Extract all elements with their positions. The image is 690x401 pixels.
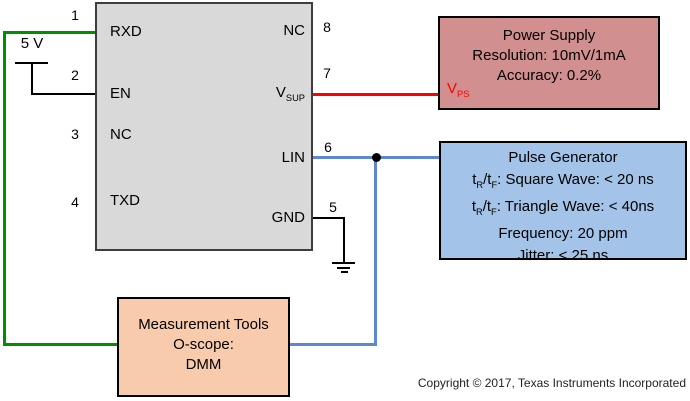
pin-number-1: 1: [71, 7, 79, 23]
vps-sub: PS: [457, 89, 470, 99]
pulse-generator-box: [439, 141, 687, 260]
pin-number-6: 6: [324, 139, 332, 155]
pin-label-vsup-main: V: [275, 84, 286, 101]
pin-label-gnd: GND: [271, 209, 305, 226]
copyright-notice: Copyright © 2017, Texas Instruments Inco…: [417, 376, 686, 390]
power-supply-resolution: Resolution: 10mV/1mA: [472, 47, 626, 64]
pin-label-lin: LIN: [281, 149, 305, 166]
pin-number-2: 2: [71, 67, 79, 83]
supply-5v-drop-wire: [31, 62, 33, 94]
ic-block: [95, 2, 313, 251]
ground-icon-bar2: [337, 267, 350, 269]
measurement-tools-dmm: DMM: [185, 356, 222, 373]
pin-label-nc3: NC: [110, 126, 132, 143]
en-wire: [31, 93, 95, 95]
pin-number-3: 3: [71, 126, 79, 142]
pin-label-txd: TXD: [110, 192, 140, 209]
rxd-wire-vertical: [3, 31, 6, 346]
lin-wire-vertical: [374, 156, 377, 346]
pulse-generator-title: Pulse Generator: [508, 149, 618, 166]
measurement-tools-oscope: O-scope:: [173, 336, 234, 353]
lin-wire-to-measurement: [290, 343, 377, 346]
pulse-generator-square-wave: tR/tF: Square Wave: < 20 ns: [472, 171, 654, 190]
power-supply-title: Power Supply: [502, 27, 596, 44]
pin-label-nc8: NC: [283, 22, 305, 39]
pin-label-rxd: RXD: [110, 23, 142, 40]
measurement-tools-box: [117, 297, 290, 397]
pulse-generator-frequency: Frequency: 20 ppm: [498, 225, 628, 242]
gnd-wire-vertical: [343, 217, 345, 263]
pin-number-5: 5: [329, 199, 337, 215]
supply-5v-label: 5 V: [20, 35, 44, 52]
pin-number-8: 8: [323, 19, 331, 35]
power-supply-text: Power Supply Resolution: 10mV/1mA Accura…: [440, 26, 658, 86]
rxd-wire-to-measurement: [3, 343, 119, 346]
power-supply-accuracy: Accuracy: 0.2%: [496, 67, 602, 84]
measurement-tools-text: Measurement Tools O-scope: DMM: [119, 315, 288, 375]
ground-icon: [332, 262, 355, 264]
pin-number-7: 7: [323, 65, 331, 81]
pulse-generator-triangle-wave: tR/tF: Triangle Wave: < 40ns: [471, 198, 655, 217]
vps-main: V: [447, 80, 458, 97]
vsup-wire: [313, 93, 439, 96]
pin-number-4: 4: [71, 194, 79, 210]
pulse-generator-text: Pulse Generator tR/tF: Square Wave: < 20…: [441, 147, 685, 267]
pin-label-en: EN: [110, 85, 131, 102]
rxd-wire-horizontal: [3, 31, 95, 34]
pin-label-vsup-sub: SUP: [285, 93, 305, 103]
vps-node-label: VPS: [447, 81, 469, 102]
lin-junction-dot: [372, 153, 381, 162]
pulse-generator-jitter: Jitter: < 25 ns: [517, 247, 609, 264]
power-supply-box: [438, 16, 660, 110]
pin-label-vsup: VSUP: [220, 85, 305, 106]
ground-icon-bar3: [341, 271, 348, 273]
measurement-tools-title: Measurement Tools: [138, 316, 269, 333]
gnd-wire-horizontal: [313, 217, 345, 219]
